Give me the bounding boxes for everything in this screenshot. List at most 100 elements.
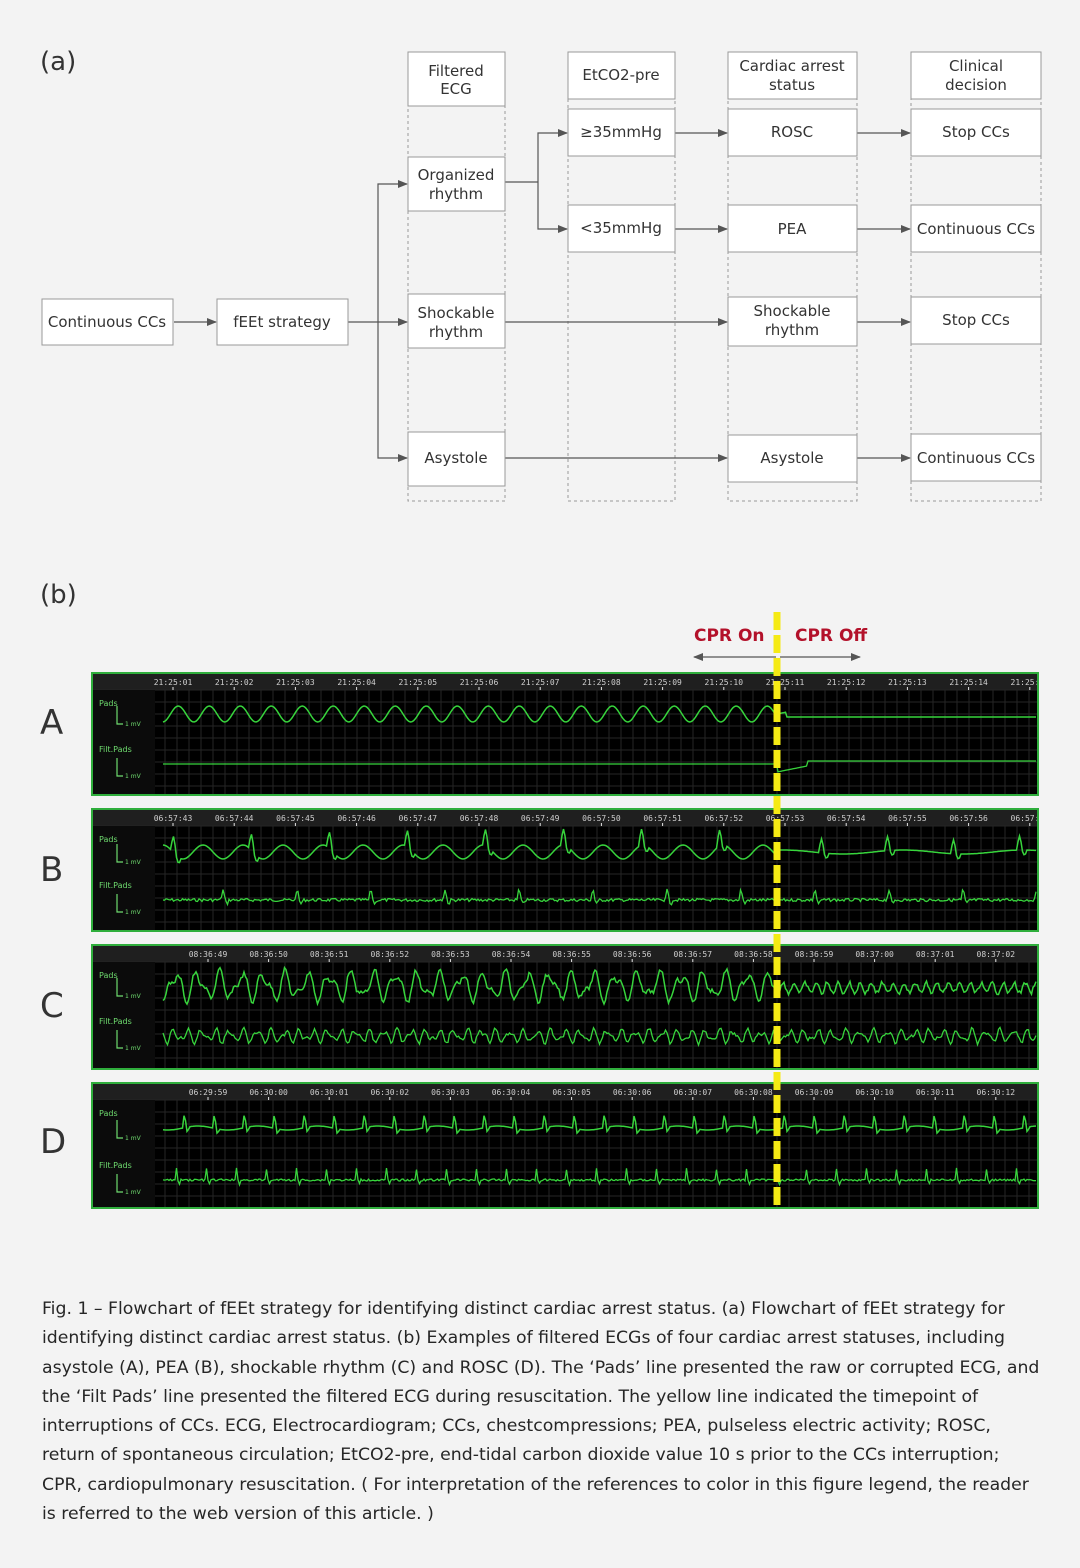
time-tick-label: 08:36:59 [795,950,834,959]
time-tick-label: 06:30:05 [552,1088,591,1097]
time-tick-label: 21:25:14 [949,678,988,687]
time-tick-label: 06:57:45 [276,814,315,823]
pads-scale-bar [116,844,123,863]
time-tick-label: 06:30:00 [249,1088,288,1097]
time-tick-label: 21:25:01 [154,678,193,687]
pads-scale-label: 1 mV [125,721,142,728]
time-tick-label: 08:37:02 [977,950,1016,959]
etco2-low-label: <35mmHg [580,219,662,237]
organized-line-2: rhythm [429,185,483,203]
time-tick-label: 08:37:01 [916,950,955,959]
pads-trace-label: Pads [99,1109,118,1118]
shockable-line-1: Shockable [418,304,495,322]
flowchart: Filtered ECG EtCO2-pre Cardiac arrest st… [41,51,1042,502]
figure-caption: Fig. 1 – Flowchart of fEEt strategy for … [42,1299,1040,1525]
pads-scale-label: 1 mV [125,1135,142,1142]
box-decision-stop-1: Stop CCs [910,108,1042,157]
time-tick-label: 06:57:49 [521,814,560,823]
ecg-grid [93,1099,1037,1207]
pads-trace-label: Pads [99,699,118,708]
filt-scale-label: 1 mV [125,1189,142,1196]
pads-scale-label: 1 mV [125,859,142,866]
start-label: Continuous CCs [48,313,166,331]
column-status-frame [727,51,858,502]
shockable-line-2: rhythm [429,323,483,341]
box-feet-strategy: fEEt strategy [216,298,349,346]
time-tick-label: 06:30:12 [977,1088,1016,1097]
panel-b-label: (b) [40,580,77,610]
arrow-organized-high [537,129,568,182]
time-tick-label: 08:36:51 [310,950,349,959]
box-status-rosc: ROSC [727,108,858,157]
time-tick-label: 06:57:47 [399,814,438,823]
row-letter-b: B [40,850,64,890]
filt-scale-bar [116,1030,123,1049]
time-tick-label: 06:29:59 [189,1088,228,1097]
decision-1-label: Stop CCs [942,123,1010,141]
time-tick-label: 06:57:55 [888,814,927,823]
time-tick-label: 06:30:09 [795,1088,834,1097]
strategy-label: fEEt strategy [233,313,331,331]
time-tick-label: 21:25:04 [337,678,376,687]
box-decision-continue-2: Continuous CCs [910,433,1042,482]
pads-trace [162,1115,1037,1135]
pads-trace-label: Pads [99,971,118,980]
header-etco2-line-1: EtCO2-pre [582,66,659,84]
filt-pads-trace [162,887,1037,907]
header-status-line-1: Cardiac arrest [739,57,844,75]
time-tick-label: 21:25:12 [827,678,866,687]
filt-scale-label: 1 mV [125,909,142,916]
filt-pads-trace-label: Filt.Pads [99,1161,132,1170]
pads-trace [162,965,1037,1007]
time-tick-label: 08:36:57 [674,950,713,959]
time-tick-label: 06:57:56 [949,814,988,823]
cpr-off-label: CPR Off [795,626,867,646]
time-tick-label: 06:30:08 [734,1088,773,1097]
column-decision-frame [910,51,1042,502]
time-tick-label: 21:25:06 [460,678,499,687]
status-asystole-label: Asystole [760,449,823,467]
time-tick-label: 08:36:58 [734,950,773,959]
box-etco2-high: ≥35mmHg [567,108,676,157]
time-tick-label: 06:57:50 [582,814,621,823]
ecg-grid [93,825,1037,930]
time-tick-label: 06:57:52 [705,814,744,823]
ecg-grid [93,961,1037,1068]
box-asystole-rhythm: Asystole [407,431,506,487]
time-tick-label: 06:57:51 [643,814,682,823]
column-etco2-frame [567,51,676,502]
time-tick-label: 21:25:09 [643,678,682,687]
time-tick-label: 21:25:03 [276,678,315,687]
ecg-grid [93,689,1037,794]
etco2-high-label: ≥35mmHg [580,123,662,141]
filt-pads-trace-label: Filt.Pads [99,881,132,890]
time-tick-label: 06:57:46 [337,814,376,823]
box-continuous-ccs-start: Continuous CCs [41,298,174,346]
decision-3-label: Stop CCs [942,311,1010,329]
time-tick-label: 08:36:49 [189,950,228,959]
time-tick-label: 08:36:50 [249,950,288,959]
header-filtered-ecg: Filtered ECG [407,51,506,107]
label-column [93,1100,155,1207]
header-decision-line-2: decision [945,76,1007,94]
box-etco2-low: <35mmHg [567,204,676,253]
box-decision-continue-1: Continuous CCs [910,204,1042,253]
time-tick-label: 06:30:11 [916,1088,955,1097]
label-column [93,826,155,930]
filt-scale-bar [116,1174,123,1193]
time-tick-label: 08:36:54 [492,950,531,959]
filt-pads-trace [163,760,1036,773]
time-header-bar [93,674,1037,690]
arrow-strategy-asystole [377,322,408,462]
label-column [93,962,155,1068]
time-tick-label: 06:30:04 [492,1088,531,1097]
status-shockable-line-1: Shockable [754,302,831,320]
header-clinical-decision: Clinical decision [910,51,1042,100]
header-decision-line-1: Clinical [949,57,1003,75]
